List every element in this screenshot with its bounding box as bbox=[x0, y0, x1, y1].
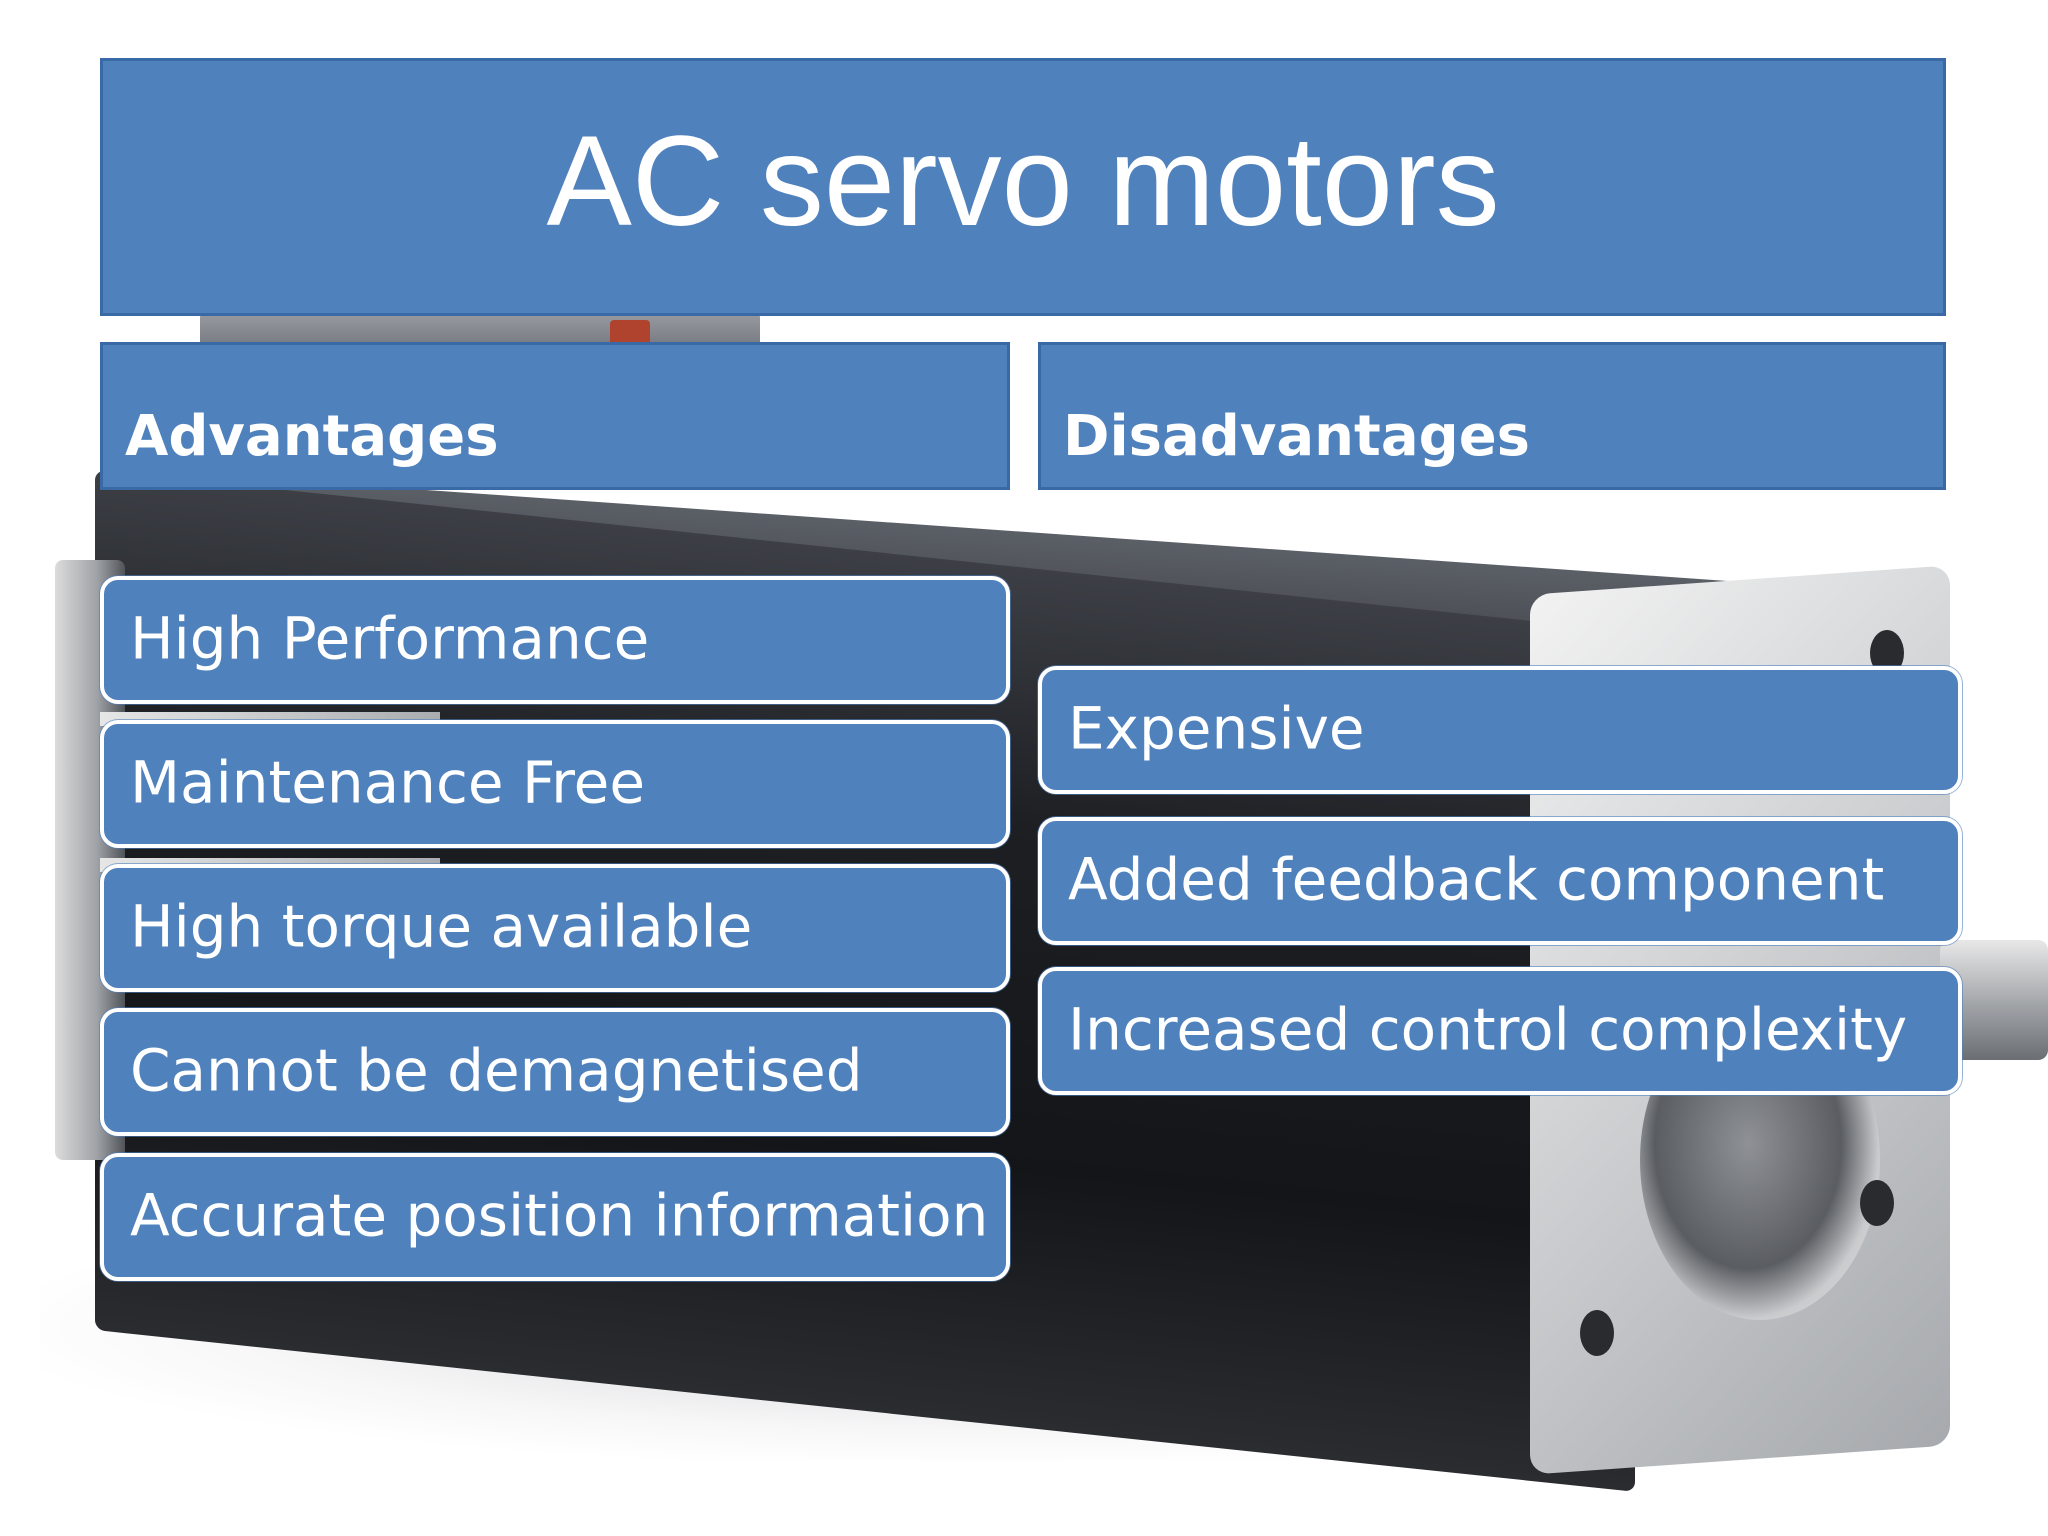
disadvantage-item: Increased control complexity bbox=[1038, 967, 1962, 1095]
title-bar: AC servo motors bbox=[100, 58, 1946, 316]
disadvantage-item: Added feedback component bbox=[1038, 817, 1962, 945]
flange-bolt-hole bbox=[1860, 1180, 1894, 1226]
disadvantage-item: Expensive bbox=[1038, 666, 1962, 794]
disadvantage-item-label: Increased control complexity bbox=[1068, 995, 1908, 1064]
advantage-item: Accurate position information bbox=[100, 1153, 1010, 1281]
advantage-item-label: Accurate position information bbox=[130, 1181, 989, 1250]
disadvantage-item-label: Added feedback component bbox=[1068, 845, 1885, 914]
advantage-item-label: Maintenance Free bbox=[130, 748, 646, 817]
advantages-header: Advantages bbox=[100, 342, 1010, 490]
disadvantage-item-label: Expensive bbox=[1068, 694, 1365, 763]
advantage-item-label: High Performance bbox=[130, 604, 650, 673]
advantage-item-label: High torque available bbox=[130, 892, 753, 961]
advantages-header-label: Advantages bbox=[125, 404, 499, 469]
slide-title: AC servo motors bbox=[546, 110, 1500, 253]
advantage-item-label: Cannot be demagnetised bbox=[130, 1036, 863, 1105]
disadvantages-header: Disadvantages bbox=[1038, 342, 1946, 490]
flange-bolt-hole bbox=[1580, 1310, 1614, 1356]
advantage-item: Cannot be demagnetised bbox=[100, 1008, 1010, 1136]
advantage-item: High Performance bbox=[100, 576, 1010, 704]
advantage-item: High torque available bbox=[100, 864, 1010, 992]
advantage-item: Maintenance Free bbox=[100, 720, 1010, 848]
disadvantages-header-label: Disadvantages bbox=[1063, 404, 1531, 469]
